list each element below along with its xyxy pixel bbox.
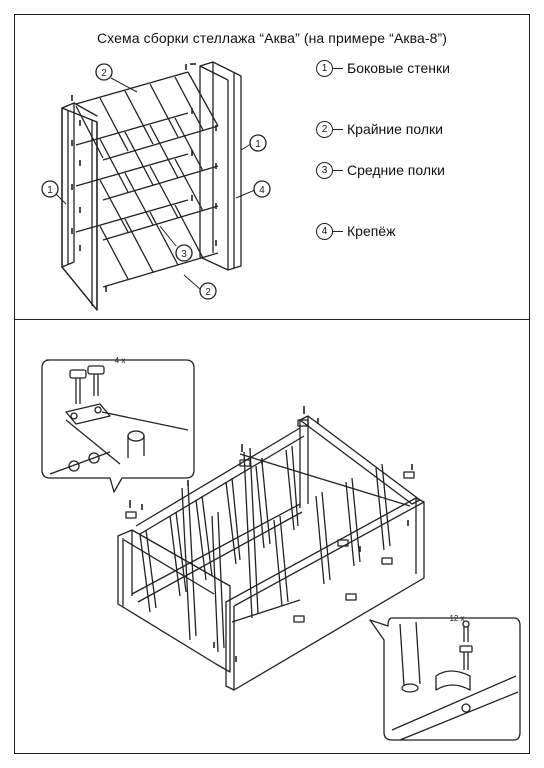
shelf-top [75, 71, 219, 161]
callout-label: 1 [255, 139, 261, 150]
left-side-wall [61, 102, 98, 311]
callout-circle-3 [175, 244, 193, 262]
callout-label: 3 [181, 249, 187, 260]
detail-bubble-bottom [369, 617, 521, 741]
right-side-wall [199, 61, 242, 271]
legend-label: Крепёж [347, 223, 396, 239]
detail-bottom-contents [391, 620, 519, 741]
screw-set [71, 63, 217, 292]
legend-number: 4 [316, 222, 333, 240]
callout-label: 1 [47, 185, 53, 196]
legend-number: 3 [316, 161, 333, 179]
legend-label: Средние полки [347, 162, 445, 178]
callout-label: 2 [101, 68, 107, 79]
leader-line [333, 230, 343, 232]
leader-line [333, 128, 343, 130]
exploded-rack-view [41, 61, 271, 311]
assembled-rack-view [41, 359, 521, 741]
assembled-screws [129, 406, 413, 662]
shelf-mid-2 [75, 153, 219, 241]
shelf-bottom [75, 199, 219, 288]
callout-circle-1-left [41, 180, 59, 198]
legend-item-middle-shelves: 3 Средние полки [316, 160, 445, 180]
callout-label: 2 [205, 287, 211, 298]
shelf-mid-1 [75, 112, 219, 201]
legend-number: 2 [316, 120, 333, 138]
callout-circle-2-top [95, 63, 113, 81]
section-divider [14, 319, 530, 320]
legend-number: 1 [316, 59, 333, 77]
detail-bubble-top [41, 359, 195, 493]
leader-line [333, 169, 343, 171]
drawing-sheet [14, 14, 530, 754]
page-title: Схема сборки стеллажа “Аква” (на примере… [96, 30, 448, 46]
legend-item-fasteners: 4 Крепёж [316, 221, 395, 241]
detail-top-contents [49, 365, 189, 475]
legend-label: Боковые стенки [347, 60, 450, 76]
callout-circle-2-bottom [199, 282, 217, 300]
callout-circle-4 [253, 180, 271, 198]
callout-label: 4 [259, 185, 265, 196]
legend-item-end-shelves: 2 Крайние полки [316, 119, 443, 139]
quantity-label-top: 4 x [115, 356, 126, 365]
leader-line [333, 67, 343, 69]
quantity-label-bottom: 12 x [449, 614, 464, 623]
legend-label: Крайние полки [347, 121, 443, 137]
legend-item-side-walls: 1 Боковые стенки [316, 58, 450, 78]
callout-circle-1-right [249, 134, 267, 152]
